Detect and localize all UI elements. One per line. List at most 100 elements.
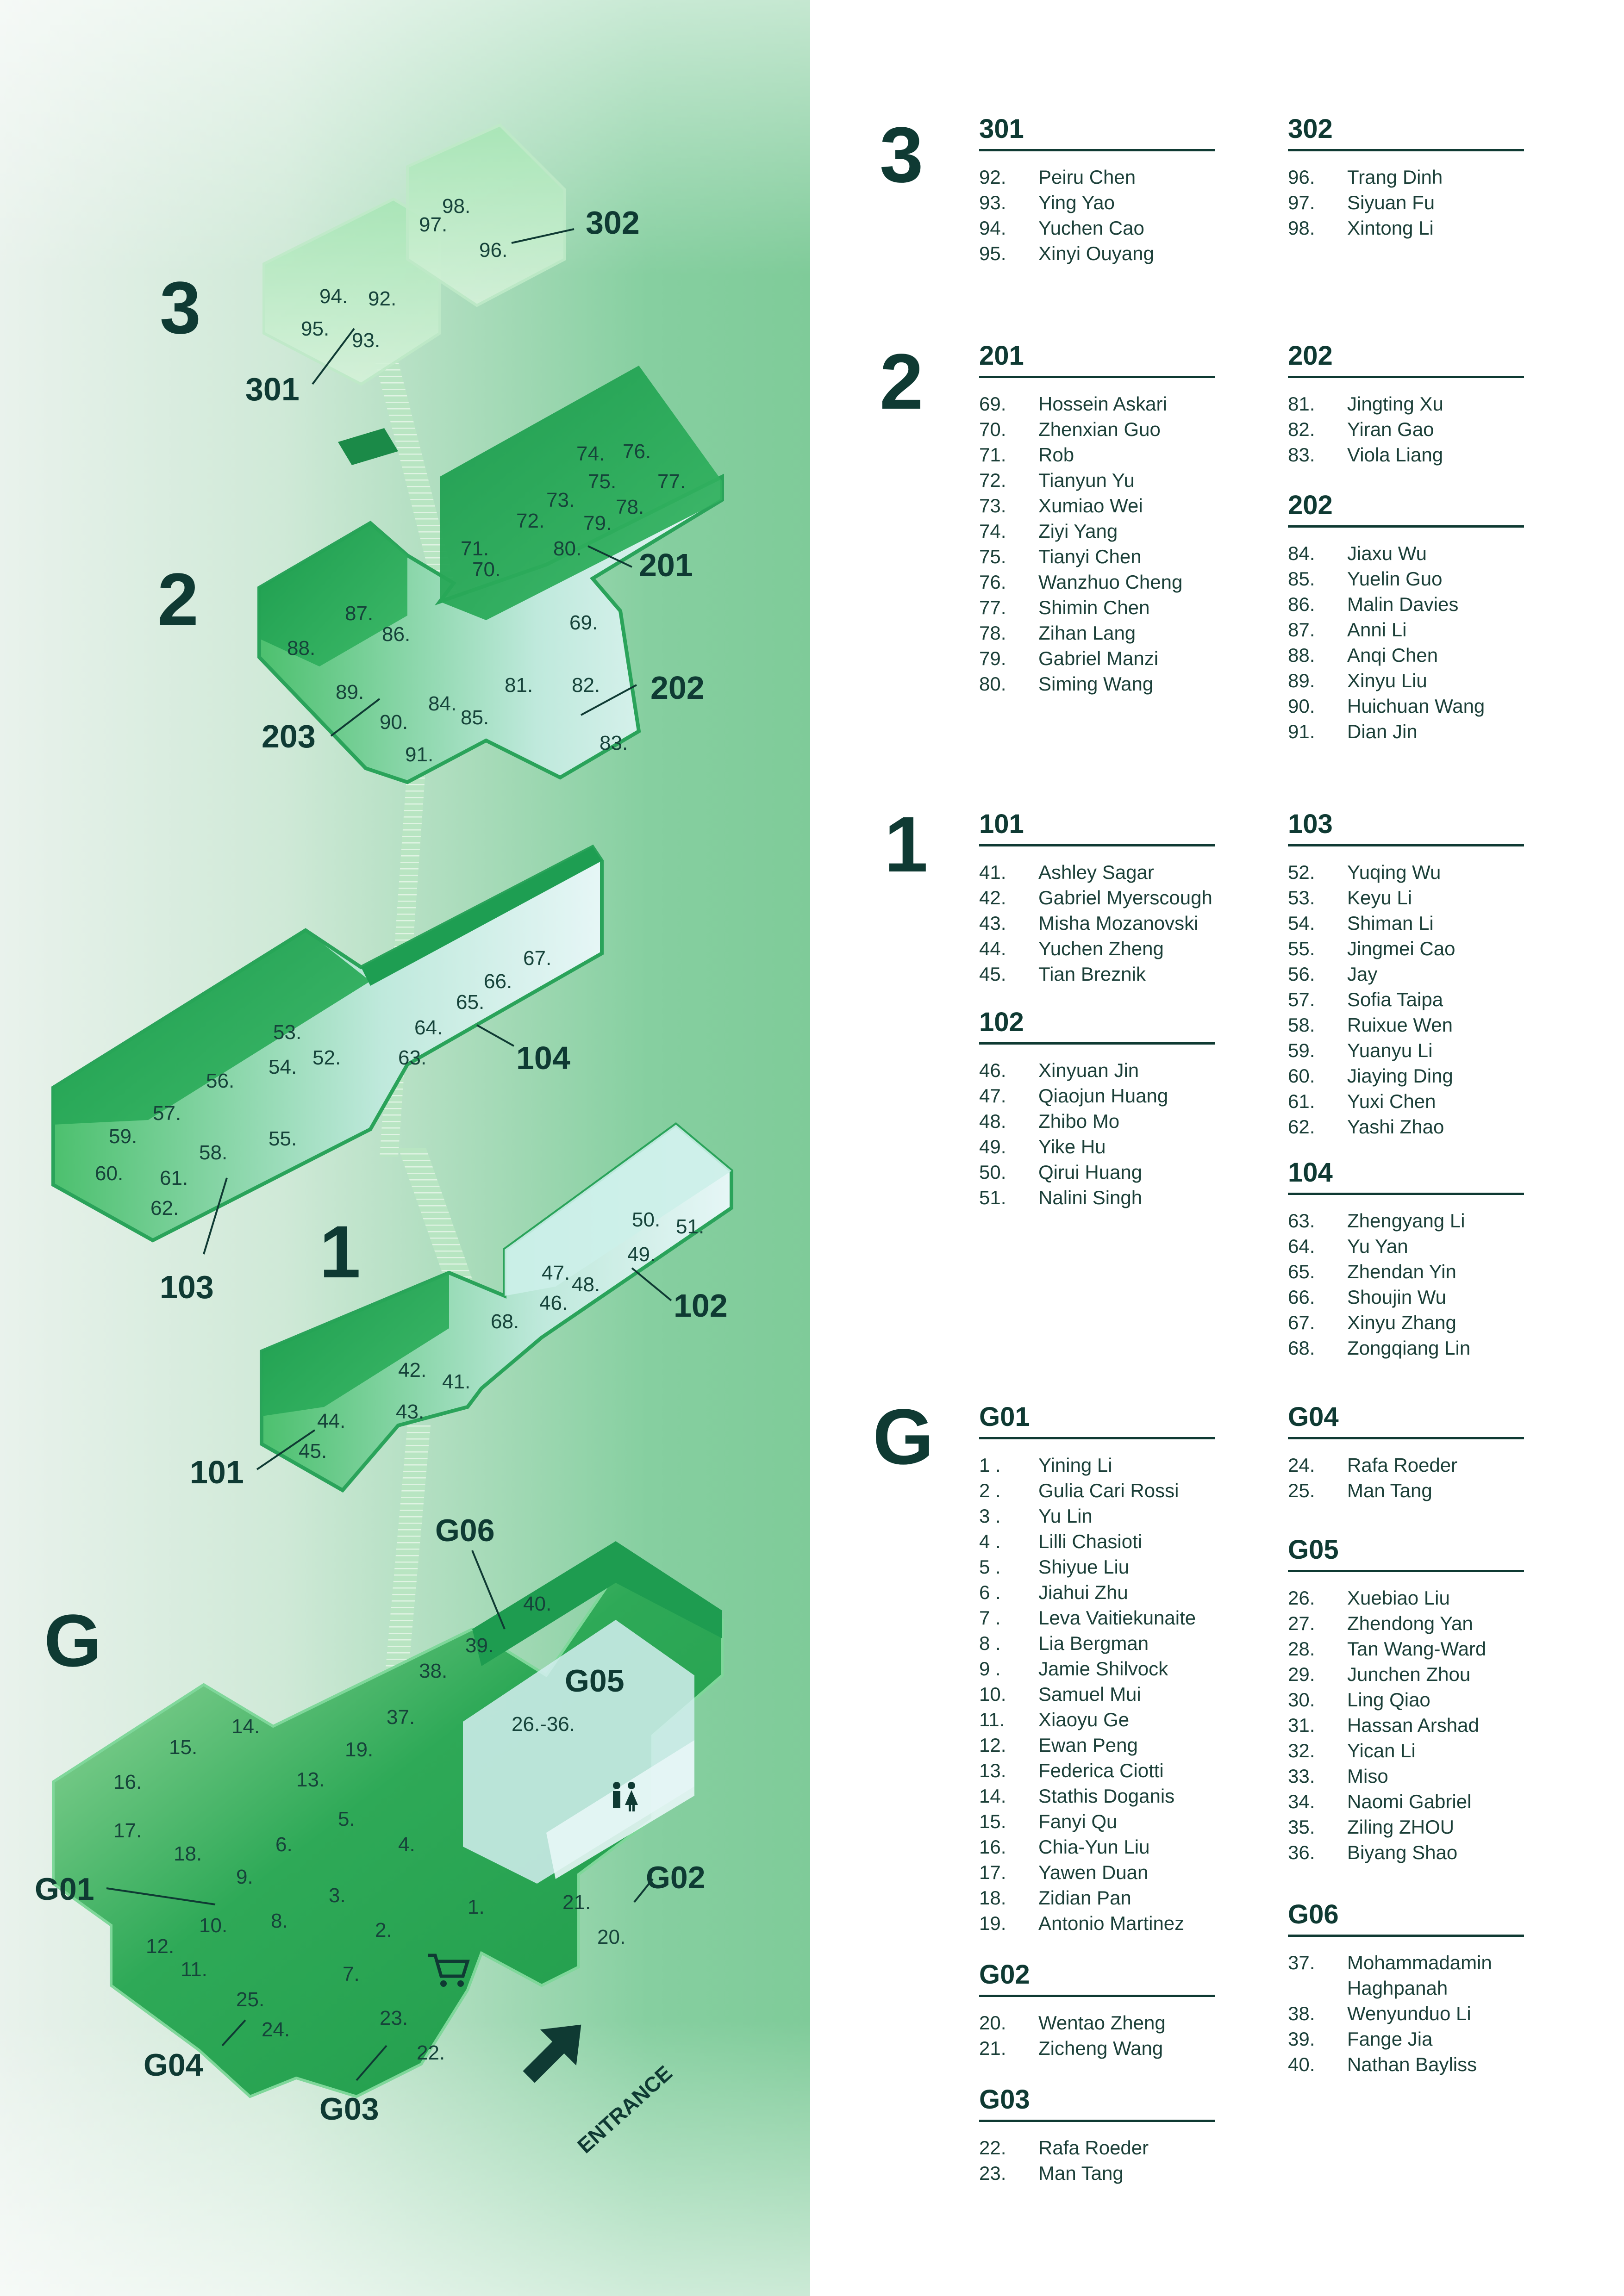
occupant-name: Antonio Martinez	[1038, 1912, 1185, 1934]
directory-entry: 29.Junchen Zhou	[1288, 1661, 1524, 1687]
svg-text:58.: 58.	[199, 1141, 227, 1164]
entrance-arrow-icon[interactable]	[511, 2007, 599, 2095]
directory-entry: 65. Zhendan Yin	[1288, 1259, 1524, 1284]
directory-floor-number: 3	[880, 111, 924, 199]
room-number: 91.	[1288, 721, 1315, 742]
directory-entry: 7 .Leva Vaitiekunaite	[979, 1605, 1215, 1630]
wing-title: 302	[1288, 116, 1524, 151]
svg-text:51.: 51.	[676, 1215, 704, 1238]
directory-entry: 43.Misha Mozanovski	[979, 910, 1215, 936]
directory-entry: 45.Tian Breznik	[979, 961, 1215, 987]
directory-entry: 97.Siyuan Fu	[1288, 190, 1524, 215]
room-number: 69.	[979, 393, 1006, 415]
room-number: 65.	[1288, 1261, 1315, 1282]
wing-title: 202	[1288, 342, 1524, 378]
room-number: 79.	[979, 647, 1006, 669]
occupant-name: Ziyi Yang	[1038, 520, 1118, 542]
occupant-name: Jingting Xu	[1347, 393, 1443, 415]
floor-label-g: G	[44, 1599, 101, 1682]
room-number: 83.	[1288, 444, 1315, 466]
directory-entry: 77.Shimin Chen	[979, 595, 1215, 620]
room-number: 60.	[1288, 1065, 1315, 1087]
room-number: 68.	[1288, 1337, 1315, 1359]
occupant-name: Yashi Zhao	[1347, 1116, 1444, 1138]
room-number: 95.	[979, 243, 1006, 264]
room-number: 73.	[979, 495, 1006, 516]
directory-entry: 5 .Shiyue Liu	[979, 1554, 1215, 1580]
directory-entry: 85.Yuelin Guo	[1288, 566, 1524, 591]
room-number: 35.	[1288, 1816, 1315, 1838]
building-map-panel: 98.97.96. 94.92.95.93. 74.76.75.77. 73.7…	[0, 0, 810, 2296]
room-number: 22.	[979, 2137, 1006, 2159]
occupant-name: Stathis Doganis	[1038, 1785, 1175, 1807]
svg-text:53.: 53.	[273, 1021, 301, 1044]
occupant-name: Anqi Chen	[1347, 644, 1438, 666]
directory-entry: 33.Miso	[1288, 1763, 1524, 1789]
svg-text:63.: 63.	[398, 1046, 426, 1069]
room-number: 47.	[979, 1085, 1006, 1107]
directory-entry: 48.Zhibo Mo	[979, 1108, 1215, 1134]
svg-text:14.: 14.	[231, 1715, 260, 1738]
wing-title: G05	[1288, 1537, 1524, 1572]
svg-text:70.: 70.	[472, 558, 500, 581]
isometric-building-map: 98.97.96. 94.92.95.93. 74.76.75.77. 73.7…	[35, 123, 733, 2158]
occupant-name: Misha Mozanovski	[1038, 912, 1199, 934]
wing-title: G02	[979, 1961, 1215, 1997]
directory-entry: 95.Xinyi Ouyang	[979, 241, 1215, 266]
room-number: 25.	[1288, 1480, 1315, 1501]
occupant-name: Lia Bergman	[1038, 1632, 1149, 1654]
svg-text:23.: 23.	[380, 2007, 408, 2029]
directory-entry: 73. Xumiao Wei	[979, 493, 1215, 518]
svg-text:94.: 94.	[319, 285, 348, 308]
shopping-cart-icon	[428, 1954, 470, 1987]
directory-entry: 20.Wentao Zheng	[979, 2010, 1215, 2035]
room-number: 54.	[1288, 912, 1315, 934]
svg-text:42.: 42.	[398, 1359, 426, 1381]
svg-text:54.: 54.	[269, 1056, 297, 1078]
room-number: 97.	[1288, 192, 1315, 213]
svg-text:57.: 57.	[153, 1102, 181, 1125]
directory-entry: 58.Ruixue Wen	[1288, 1012, 1524, 1038]
occupant-name: Wanzhuo Cheng	[1038, 571, 1183, 593]
directory-entry: 37.Mohammadamin Haghpanah	[1288, 1950, 1524, 2001]
svg-text:68.: 68.	[491, 1310, 519, 1333]
room-number: 29.	[1288, 1663, 1315, 1685]
occupant-name: Zongqiang Lin	[1347, 1337, 1471, 1359]
directory-entry: 56.Jay	[1288, 961, 1524, 987]
occupant-name: Ewan Peng	[1038, 1734, 1138, 1756]
directory-entry: 70.Zhenxian Guo	[979, 417, 1215, 442]
svg-text:9.: 9.	[236, 1866, 253, 1888]
occupant-name: Xinyuan Jin	[1038, 1059, 1139, 1081]
directory-entry: 42.Gabriel Myerscough	[979, 885, 1215, 910]
wing-title: 301	[979, 116, 1215, 151]
room-number: 27.	[1288, 1612, 1315, 1634]
directory-entry: 52.Yuqing Wu	[1288, 859, 1524, 885]
directory-entry: 24.Rafa Roeder	[1288, 1452, 1524, 1478]
svg-text:81.: 81.	[505, 674, 533, 697]
room-number: 42.	[979, 887, 1006, 908]
occupant-name: Xumiao Wei	[1038, 495, 1143, 516]
directory-entry: 64.Yu Yan	[1288, 1233, 1524, 1259]
wing-label-101: 101	[190, 1454, 244, 1490]
wing-label-g06: G06	[435, 1513, 495, 1548]
occupant-name: Siming Wang	[1038, 673, 1154, 695]
directory-entry: 62.Yashi Zhao	[1288, 1114, 1524, 1139]
wing-label-g03: G03	[319, 2091, 379, 2127]
room-number: 2 .	[979, 1480, 1001, 1501]
occupant-name: Shiman Li	[1347, 912, 1434, 934]
occupant-name: Zhendan Yin	[1347, 1261, 1456, 1282]
room-number: 14.	[979, 1785, 1006, 1807]
svg-text:98.: 98.	[442, 195, 470, 218]
directory-floor-number: 2	[880, 338, 924, 426]
occupant-name: Federica Ciotti	[1038, 1760, 1164, 1781]
occupant-name: Yuchen Zheng	[1038, 938, 1164, 959]
directory-entry: 16.Chia-Yun Liu	[979, 1834, 1215, 1860]
directory-entry: 19.Antonio Martinez	[979, 1910, 1215, 1936]
directory-entry: 6 .Jiahui Zhu	[979, 1580, 1215, 1605]
directory-entry: 44.Yuchen Zheng	[979, 936, 1215, 961]
wing-label-104: 104	[516, 1040, 570, 1076]
